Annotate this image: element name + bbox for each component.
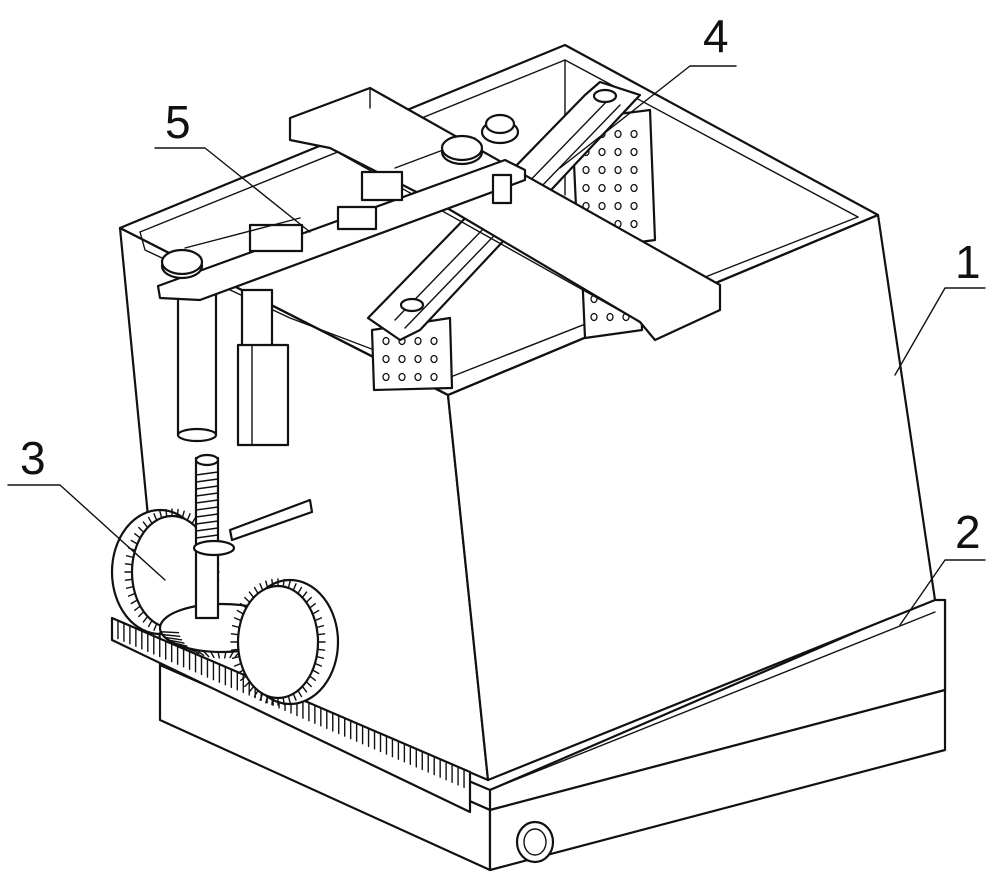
small-gear-right bbox=[480, 113, 520, 205]
small-gear-mid bbox=[440, 134, 484, 166]
arm-assembly bbox=[156, 113, 527, 302]
label-1: 1 bbox=[955, 236, 981, 288]
base-platform bbox=[158, 598, 947, 872]
label-5: 5 bbox=[165, 96, 191, 148]
leader-lines bbox=[7, 65, 986, 626]
small-gear-left bbox=[160, 248, 204, 280]
second-spur-gear bbox=[230, 578, 340, 706]
label-3: 3 bbox=[20, 432, 46, 484]
drain-port bbox=[515, 820, 555, 864]
screw-shaft bbox=[192, 453, 236, 620]
label-4: 4 bbox=[703, 10, 729, 62]
drive-handle bbox=[228, 498, 314, 542]
rack-gear bbox=[110, 616, 472, 814]
label-2: 2 bbox=[955, 506, 981, 558]
drive-gear-assembly bbox=[110, 453, 340, 706]
